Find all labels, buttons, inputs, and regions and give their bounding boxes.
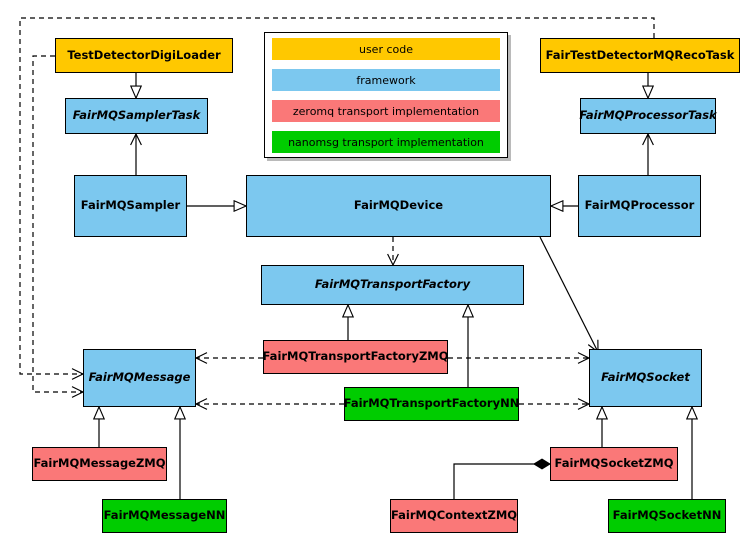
class-node-FairMQSocketZMQ[interactable]: FairMQSocketZMQ [550, 447, 678, 481]
class-node-FairMQTransportFactoryNN[interactable]: FairMQTransportFactoryNN [344, 387, 519, 421]
legend-item-user_code: user code [272, 38, 500, 60]
class-node-FairMQDevice[interactable]: FairMQDevice [246, 175, 551, 237]
class-node-FairMQMessage[interactable]: FairMQMessage [83, 349, 196, 407]
edge-device-socket [539, 236, 598, 352]
class-node-FairMQMessageZMQ[interactable]: FairMQMessageZMQ [32, 447, 167, 481]
class-node-FairMQContextZMQ[interactable]: FairMQContextZMQ [390, 499, 518, 533]
legend-item-zeromq: zeromq transport implementation [272, 100, 500, 122]
class-node-FairMQSampler[interactable]: FairMQSampler [74, 175, 187, 237]
class-node-FairMQSamplerTask[interactable]: FairMQSamplerTask [65, 98, 208, 134]
edge-contextzmq-socketzmq [453, 464, 550, 499]
class-node-FairTestDetectorMQRecoTask[interactable]: FairTestDetectorMQRecoTask [540, 38, 740, 73]
legend-item-nanomsg: nanomsg transport implementation [272, 131, 500, 153]
class-node-FairMQSocketNN[interactable]: FairMQSocketNN [608, 499, 726, 533]
class-node-FairMQSocket[interactable]: FairMQSocket [589, 349, 702, 407]
legend-item-framework: framework [272, 69, 500, 91]
class-node-FairMQMessageNN[interactable]: FairMQMessageNN [102, 499, 227, 533]
class-node-FairMQProcessorTask[interactable]: FairMQProcessorTask [579, 98, 717, 134]
class-node-FairMQProcessor[interactable]: FairMQProcessor [578, 175, 701, 237]
class-node-FairMQTransportFactoryZMQ[interactable]: FairMQTransportFactoryZMQ [263, 340, 449, 374]
class-node-FairMQTransportFactory[interactable]: FairMQTransportFactory [261, 265, 524, 305]
class-node-TestDetectorDigiLoader[interactable]: TestDetectorDigiLoader [55, 38, 233, 73]
